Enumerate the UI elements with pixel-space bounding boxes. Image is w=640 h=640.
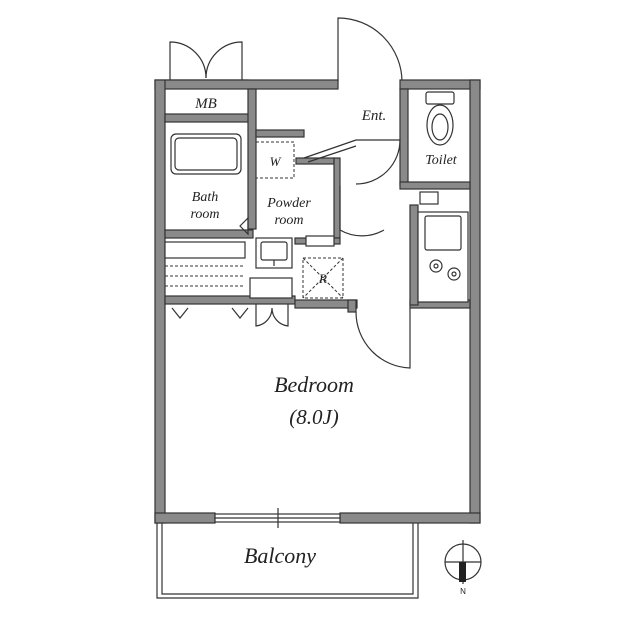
entry-inner-door: [355, 139, 401, 185]
powder-label-line2: room: [274, 213, 303, 228]
closet-shelves: [164, 241, 293, 299]
washer-label: W: [270, 154, 282, 169]
bath-label-line2: room: [190, 207, 219, 222]
kitchen-counter: [417, 211, 469, 303]
closet-door-mark-right: [231, 307, 249, 319]
powder-door: [339, 186, 385, 237]
toilet-label: Toilet: [425, 153, 457, 168]
powder-label-line1: Powder: [266, 196, 311, 211]
washer-space: [255, 141, 295, 179]
balcony-window: [214, 508, 341, 528]
interior-walls: [164, 88, 471, 313]
balcony-label: Balcony: [244, 543, 316, 568]
mb-label: MB: [194, 96, 217, 112]
powder-shelf: [305, 235, 335, 247]
bath-label-line1: Bath: [192, 190, 218, 205]
balcony: [156, 523, 419, 599]
north-compass-icon: [444, 540, 482, 584]
refrigerator-space: [302, 257, 344, 299]
wash-basin: [255, 237, 293, 269]
toilet-fixture: [425, 91, 455, 146]
bath-door-mark: [239, 216, 249, 236]
bedroom-size-label: (8.0J): [289, 405, 339, 429]
closet-door-mark-left: [171, 307, 189, 319]
compass-north-label: N: [460, 587, 466, 596]
entrance-door: [337, 17, 403, 83]
bathtub: [170, 133, 242, 175]
bedroom-label: Bedroom: [274, 372, 354, 397]
toilet-shelf: [419, 191, 439, 205]
closet-small-doors: [255, 304, 289, 327]
bedroom-door: [355, 308, 411, 369]
refrigerator-label: R: [318, 271, 327, 286]
entrance-label: Ent.: [361, 108, 387, 124]
